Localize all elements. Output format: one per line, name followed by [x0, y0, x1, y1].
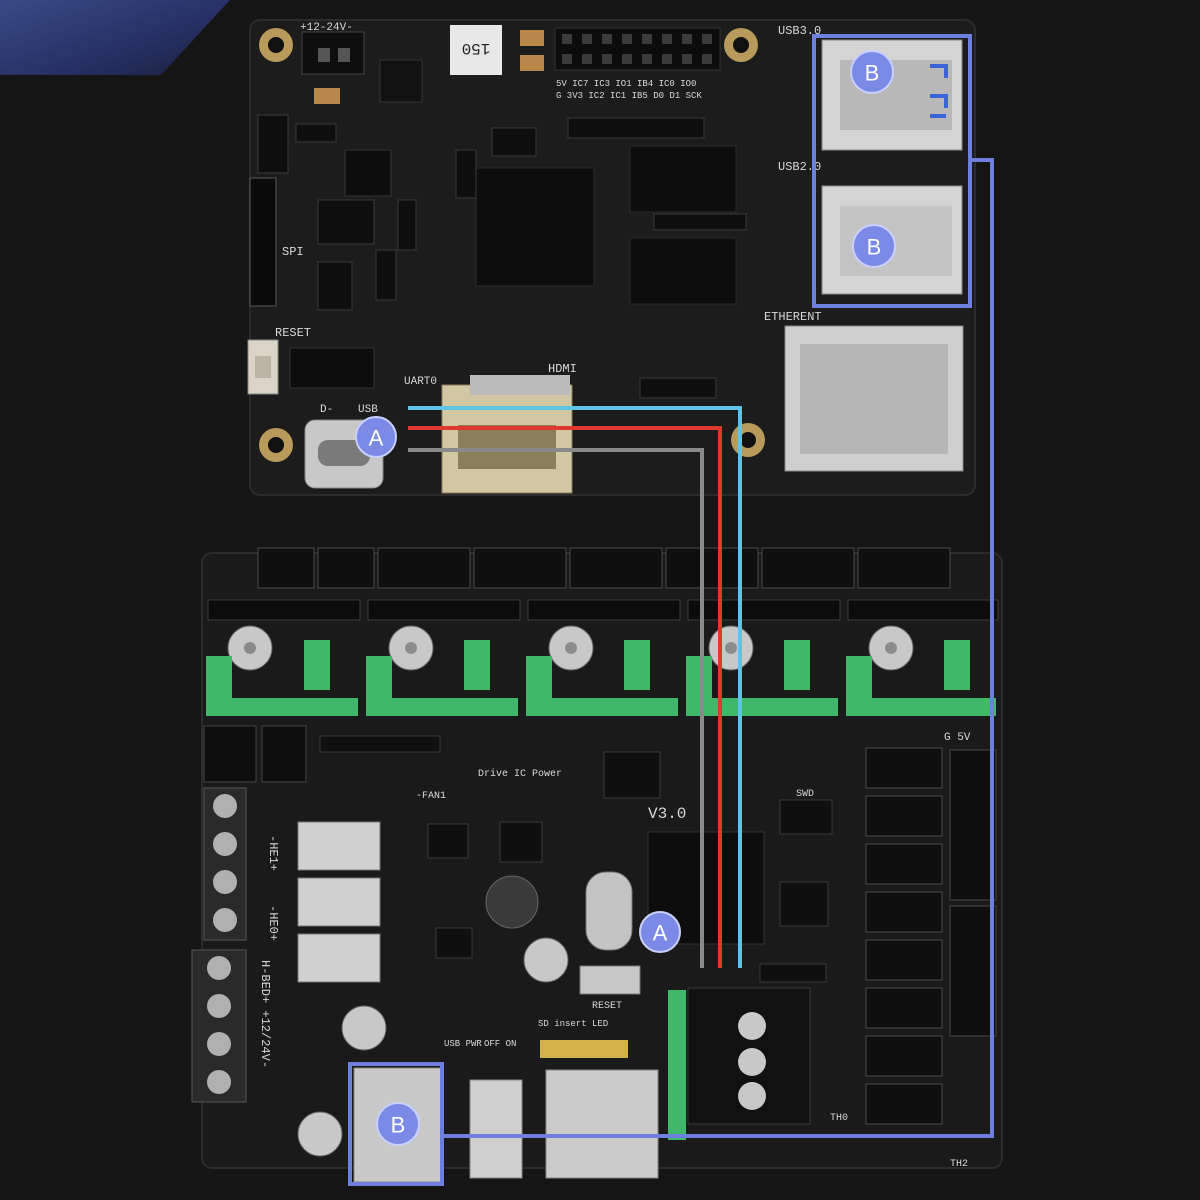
header-row1-label: 5V IC7 IC3 IO1 IB4 IC0 IO0 — [556, 79, 696, 89]
swd-label: SWD — [796, 789, 814, 800]
mcu-board: FAN2 -FAN1 Drive IC Power -HE1+ -HE0+ H-… — [191, 547, 1003, 1183]
sd-insert-label: SD insert LED — [538, 1019, 608, 1029]
fan1-label: -FAN1 — [416, 791, 446, 802]
marker-a-top: A — [355, 416, 397, 458]
power-label: +12-24V- — [300, 22, 353, 34]
inductor-label: 150 — [462, 39, 491, 57]
green-driver-headers — [206, 640, 996, 1140]
marker-b-usb2: B — [852, 224, 896, 268]
svg-text:B: B — [391, 1113, 406, 1138]
off-on-label: OFF ON — [484, 1039, 516, 1049]
spi-connector — [249, 177, 277, 307]
header-row2-label: G 3V3 IC2 IC1 IB5 D0 D1 SCK — [556, 91, 702, 101]
eth-chip — [379, 59, 423, 103]
bed-terminals — [191, 949, 247, 1103]
version-label: V3.0 — [648, 805, 686, 823]
drive-ic-power-label: Drive IC Power — [478, 768, 562, 780]
wire-red — [408, 426, 722, 968]
th2-label: TH2 — [950, 1159, 968, 1170]
driver-headers — [207, 599, 999, 621]
he1-label: -HE1+ — [266, 835, 280, 871]
uart-label: UART0 — [404, 376, 437, 388]
crystal — [585, 871, 633, 951]
svg-text:B: B — [867, 235, 882, 260]
ram-chip-2 — [629, 237, 737, 305]
marker-a-bottom: A — [639, 911, 681, 953]
inductor — [485, 875, 539, 929]
sd-card-slot — [545, 1069, 659, 1179]
he0-label: -HE0+ — [266, 905, 280, 941]
ram-chip-1 — [629, 145, 737, 213]
mcu-reset-button — [579, 965, 641, 995]
mosfets — [297, 821, 381, 983]
ethernet-label: ETHERENT — [764, 310, 822, 324]
wire-cyan — [408, 406, 742, 968]
svg-text:A: A — [369, 426, 384, 451]
g5v-label: G 5V — [944, 732, 971, 744]
svg-text:B: B — [865, 61, 880, 86]
uart-wires — [408, 406, 742, 968]
pmic-chip — [344, 149, 392, 197]
mcu-small-components — [319, 735, 833, 983]
usb-pwr-label: USB PWR — [444, 1039, 482, 1049]
small-components — [257, 114, 747, 399]
hdmi-label: HDMI — [548, 362, 577, 376]
fan-connectors — [203, 725, 307, 783]
d-minus-label: D- — [320, 404, 333, 416]
motor-connectors — [257, 547, 951, 589]
usb3-label: USB3.0 — [778, 24, 821, 38]
svg-text:A: A — [653, 921, 668, 946]
marker-b-usb3: B — [850, 50, 894, 94]
mcu-reset-label: RESET — [592, 1001, 622, 1012]
endstop-connectors — [865, 747, 997, 1125]
usb-highlight-box-bottom — [348, 1062, 444, 1186]
reset-label: RESET — [275, 326, 311, 340]
usb-link-line — [442, 158, 994, 1138]
gpio-pins — [562, 34, 712, 64]
usb-label: USB — [358, 404, 378, 416]
usb2-label: USB2.0 — [778, 160, 821, 174]
bed-power-label: H-BED+ +12/24V- — [258, 960, 272, 1068]
gpio-header — [554, 27, 721, 71]
usb-highlight — [348, 34, 994, 1186]
mcu-usb-a-port — [469, 1079, 523, 1179]
wire-gray — [408, 448, 704, 968]
inductor-150 — [450, 25, 502, 75]
power-connector — [301, 31, 365, 75]
heater-terminals — [203, 787, 247, 941]
marker-b-mcu-usb: B — [376, 1102, 420, 1146]
spi-label: SPI — [282, 245, 304, 259]
pi-board: +12-24V- 150 5V IC7 IC3 IO1 IB4 IC0 IO0 … — [247, 19, 976, 496]
soc-chip — [475, 167, 595, 287]
th0-label: TH0 — [830, 1113, 848, 1124]
usb-highlight-box-top — [812, 34, 972, 308]
